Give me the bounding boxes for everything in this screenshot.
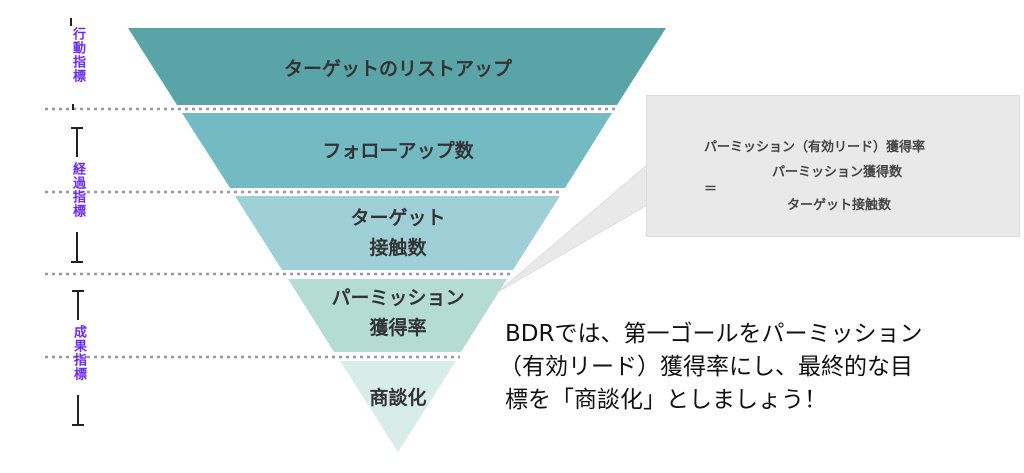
indicator-action: 行動指標 xyxy=(70,27,85,83)
formula-callout: パーミッション（有効リード）獲得率 パーミッション獲得数 ＝ ターゲット接触数 xyxy=(646,95,1020,237)
funnel-stage-3 xyxy=(235,196,560,270)
stage-label-4b: 獲得率 xyxy=(369,317,427,339)
summary-message: BDRでは、第一ゴールをパーミッション （有効リード）獲得率にし、最終的な目 標… xyxy=(499,318,923,417)
stage-label-2: フォローアップ数 xyxy=(322,140,474,162)
indicator-result: 成果指標 xyxy=(71,325,86,381)
message-line-1: BDRでは、第一ゴールをパーミッション xyxy=(505,321,923,347)
stage-label-1: ターゲットのリストアップ xyxy=(283,58,513,80)
message-line-2: （有効リード）獲得率にし、最終的な目 xyxy=(499,354,913,380)
stage-label-4a: パーミッション xyxy=(331,287,465,309)
stage-label-5: 商談化 xyxy=(369,387,427,409)
stage-label-3b: 接触数 xyxy=(369,237,427,259)
divider-lines xyxy=(45,107,616,359)
funnel-stage-4 xyxy=(288,279,507,352)
formula-numerator: パーミッション獲得数 xyxy=(772,165,903,180)
indicator-progress: 経過指標 xyxy=(70,162,85,218)
stage-label-3a: ターゲット xyxy=(350,207,446,229)
message-line-3: 標を「商談化」としましょう！ xyxy=(505,387,827,413)
funnel-stage-5 xyxy=(340,361,456,452)
formula-title: パーミッション（有効リード）獲得率 xyxy=(704,140,926,155)
funnel-stage-2 xyxy=(182,113,612,188)
formula-denominator: ターゲット接触数 xyxy=(787,198,892,213)
formula-equals: ＝ xyxy=(704,182,718,197)
funnel-stage-1 xyxy=(128,28,666,105)
